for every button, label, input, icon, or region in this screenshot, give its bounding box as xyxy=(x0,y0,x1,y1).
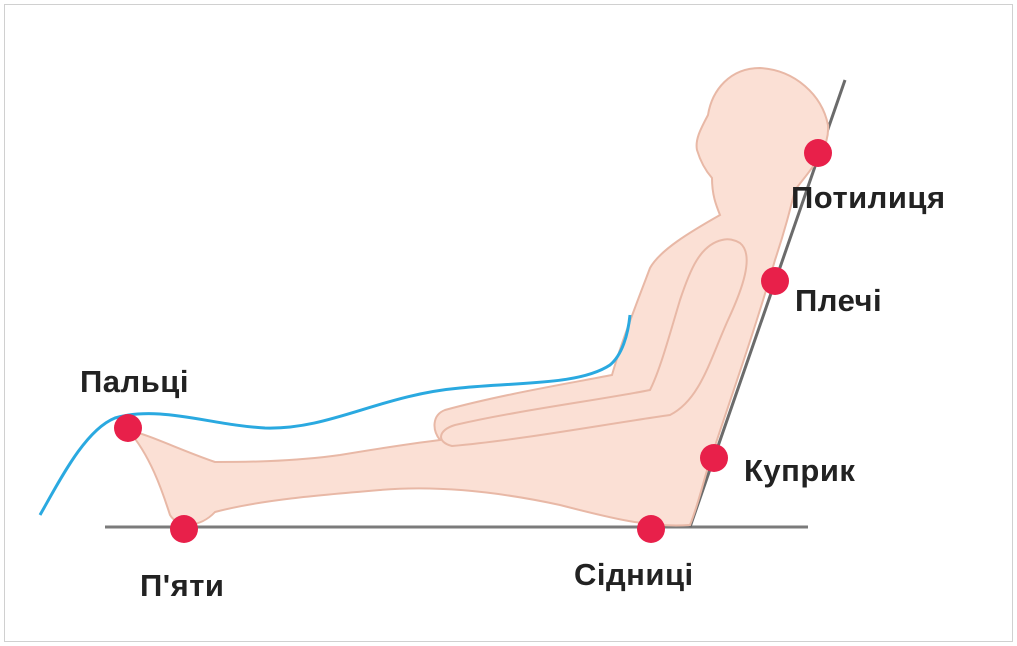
label-tailbone: Куприк xyxy=(744,453,855,489)
label-toes: Пальці xyxy=(80,364,189,400)
label-buttocks: Сідниці xyxy=(574,557,694,593)
contact-point-tailbone xyxy=(700,444,728,472)
label-heels: П'яти xyxy=(140,568,224,604)
label-shoulders: Плечі xyxy=(795,283,882,319)
contact-point-occiput xyxy=(804,139,832,167)
label-occiput: Потилиця xyxy=(791,180,946,216)
contact-point-shoulders xyxy=(761,267,789,295)
contact-point-heels xyxy=(170,515,198,543)
contact-point-buttocks xyxy=(637,515,665,543)
contact-point-toes xyxy=(114,414,142,442)
